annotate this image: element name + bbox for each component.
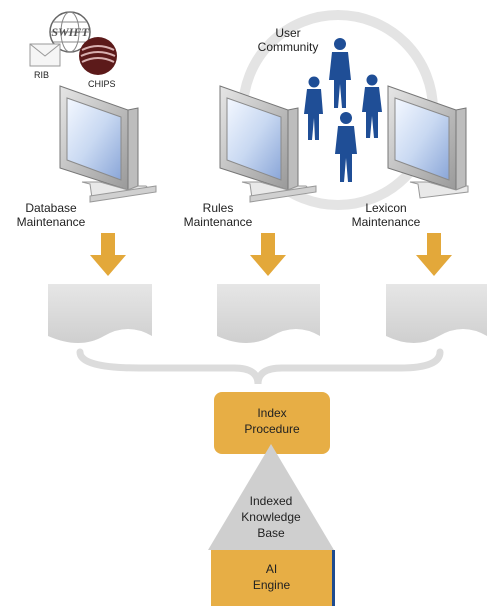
rib-label: RIB <box>34 70 50 80</box>
down-arrow-icon-lexicon <box>416 233 452 276</box>
document-icon-2 <box>217 284 320 343</box>
knowledge-base-label: Indexed Knowledge Base <box>221 493 321 541</box>
rib-envelope-icon <box>29 43 61 67</box>
index-procedure-line1: Index <box>257 406 287 420</box>
ai-engine-label: AI Engine <box>211 561 332 593</box>
ai-engine-line2: Engine <box>252 578 291 592</box>
swift-text: SWIFT <box>51 25 89 39</box>
rules-label-line2: Maintenance <box>183 215 253 229</box>
document-icon-1 <box>48 284 152 343</box>
user-community-line1: User <box>275 26 301 40</box>
index-procedure-label: Index Procedure <box>214 405 330 437</box>
monitor-icon-lexicon <box>387 85 469 199</box>
person-icon-4 <box>335 112 357 182</box>
database-maintenance-label: Database Maintenance <box>0 201 102 229</box>
user-community-line2: Community <box>257 40 319 54</box>
down-arrow-icon-rules <box>250 233 286 276</box>
lexicon-maintenance-label: Lexicon Maintenance <box>338 201 434 229</box>
ai-engine-box <box>211 550 335 606</box>
lexicon-label-line1: Lexicon <box>365 201 407 215</box>
monitor-icon-rules <box>219 85 317 203</box>
person-icon-2 <box>304 76 323 140</box>
swift-logo: SWIFT <box>49 11 91 53</box>
chips-label: CHIPS <box>88 79 116 89</box>
database-label-line2: Maintenance <box>16 215 86 229</box>
chips-logo <box>79 37 117 75</box>
ai-engine-line1: AI <box>265 562 278 576</box>
person-icon-3 <box>362 74 382 138</box>
user-community-label: User Community <box>246 26 330 54</box>
index-procedure-box <box>214 392 330 454</box>
lexicon-label-line2: Maintenance <box>351 215 421 229</box>
knowledge-pyramid <box>208 444 334 550</box>
person-icon-1 <box>329 38 351 108</box>
rules-maintenance-label: Rules Maintenance <box>170 201 266 229</box>
rules-label-line1: Rules <box>202 201 234 215</box>
index-procedure-line2: Procedure <box>244 422 300 436</box>
knowledge-base-line3: Base <box>257 526 285 540</box>
down-arrow-icon-database <box>90 233 126 276</box>
knowledge-base-line2: Knowledge <box>241 510 301 524</box>
knowledge-base-line1: Indexed <box>249 494 293 508</box>
database-label-line1: Database <box>25 201 77 215</box>
document-icon-3 <box>386 284 487 343</box>
monitor-icon-database <box>59 85 157 203</box>
merge-brace <box>76 348 444 385</box>
ai-engine-edge <box>332 550 335 606</box>
